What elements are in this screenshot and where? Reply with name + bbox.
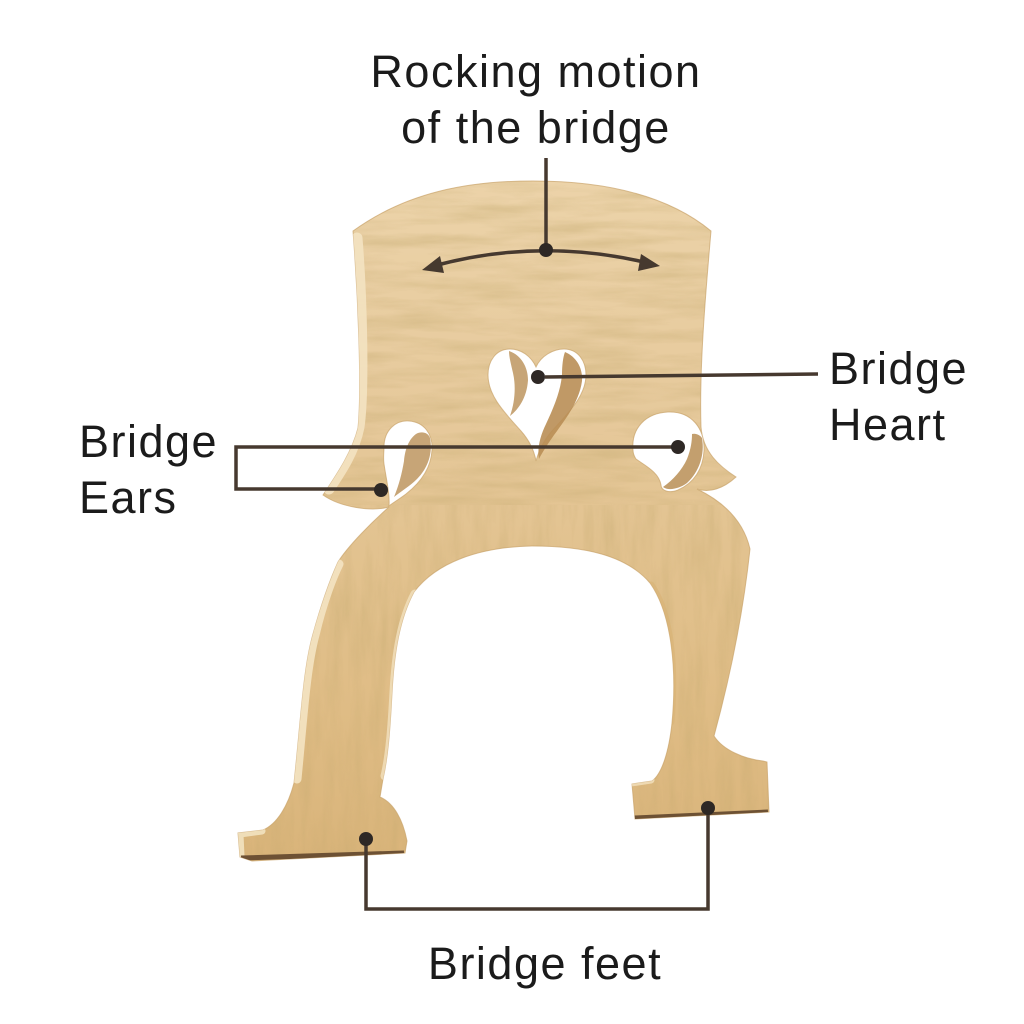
left-foot-dot	[359, 832, 373, 846]
rocking-dot	[539, 243, 553, 257]
marker-dots	[359, 243, 715, 846]
left-ear-dot	[374, 483, 388, 497]
heart-connector-line	[544, 372, 819, 379]
heart-right-wall	[538, 352, 583, 459]
rocking-motion-line2: of the bridge	[401, 101, 671, 153]
bridge-feet-line1: Bridge feet	[427, 938, 663, 989]
bridge-ears-line2: Ears	[79, 471, 178, 523]
rocking-motion-label: Rocking motion of the bridge	[370, 44, 701, 156]
arrow-left-icon	[422, 256, 444, 273]
bridge-feet-label: Bridge feet	[428, 936, 662, 992]
heart-dot	[531, 370, 545, 384]
ears-connector-bracket	[234, 445, 673, 491]
right-ear-wall	[663, 433, 703, 490]
arrow-right-icon	[638, 254, 660, 271]
rocking-motion-line1: Rocking motion	[370, 46, 702, 97]
bridge-heart-line1: Bridge	[829, 343, 969, 394]
right-ear-dot	[671, 440, 685, 454]
bridge-heart-line2: Heart	[829, 398, 947, 450]
feet-bottom-edges	[240, 809, 769, 861]
wood-grain	[238, 181, 769, 861]
bridge-ears-label: Bridge Ears	[79, 414, 218, 526]
heart-left-wall	[509, 351, 528, 416]
rocking-arrowheads	[422, 254, 660, 273]
feet-connector-bracket	[364, 811, 710, 911]
bridge-heart-label: Bridge Heart	[829, 341, 968, 453]
bridge-ears-line1: Bridge	[79, 416, 219, 467]
right-foot-dot	[701, 801, 715, 815]
